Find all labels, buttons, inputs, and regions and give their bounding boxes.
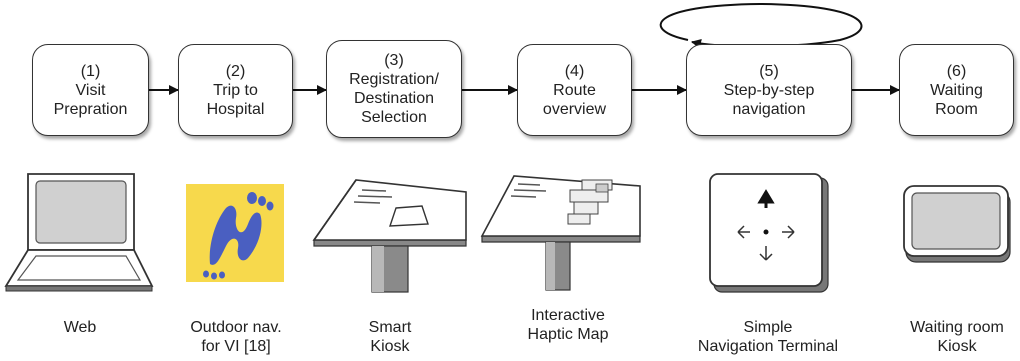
caption-line: Kiosk [370,338,410,355]
step-label-line: Destination [353,90,435,107]
caption-line: Interactive [531,307,605,324]
step-label-line: Hospital [206,100,265,118]
step-label-line: Route [553,81,596,99]
caption-line: Simple [743,319,793,336]
caption-line: for VI [18] [201,338,271,355]
step-number: (2) [225,62,246,80]
device-caption-outdoor-nav: Outdoor nav. for VI [18] [190,318,281,356]
caption-line: Web [63,319,97,336]
step-number: (1) [80,62,101,80]
caption-line: Waiting room [910,319,1004,336]
up-arrow-icon [757,189,775,208]
caption-line: Navigation Terminal [697,338,839,355]
footprint-n-logo-icon [186,184,284,282]
device-caption-navigation-terminal: Simple Navigation Terminal [698,318,838,356]
step-label-line: Room [935,100,978,118]
step-label-line: Registration/ [349,71,439,88]
step-number: (3) [384,52,404,69]
loop-arrow-step-5 [659,2,863,49]
left-arrow-icon [737,225,750,239]
device-caption-web: Web [64,318,97,337]
step-label-line: Step-by-step [723,81,815,99]
laptop-icon [4,173,154,292]
step-waiting-room: (6) Waiting Room [899,44,1014,136]
step-number: (5) [759,62,779,80]
step-label-line: Visit [75,81,106,99]
right-arrow-icon [782,225,795,239]
caption-line: Kiosk [937,338,977,355]
caption-line: Smart [368,319,412,336]
step-route-overview: (4) Route overview [517,44,632,136]
step-label-line: Waiting [930,81,983,99]
device-caption-haptic-map: Interactive Haptic Map [528,306,609,344]
step-label-line: Selection [361,109,427,126]
step-trip-to-hospital: (2) Trip to Hospital [178,44,293,136]
step-label-line: Prepration [53,100,128,118]
device-caption-smart-kiosk: Smart Kiosk [369,318,412,356]
step-label-line: navigation [732,100,806,118]
navigation-terminal-icon [709,173,829,293]
step-number: (6) [946,62,967,80]
step-number: (4) [564,62,585,80]
down-arrow-icon [759,246,773,261]
step-registration-destination: (3) Registration/ Destination Selection [326,40,462,138]
step-label-line: overview [542,100,607,118]
caption-line: Haptic Map [527,326,609,343]
step-label-line: Trip to [213,81,258,99]
kiosk-icon [312,179,467,293]
caption-line: Outdoor nav. [190,319,282,336]
tablet-kiosk-icon [903,185,1011,263]
step-step-by-step-navigation: (5) Step-by-step navigation [686,44,852,136]
device-caption-waiting-room-kiosk: Waiting room Kiosk [910,318,1004,356]
haptic-map-kiosk-icon [480,175,641,291]
step-visit-preparation: (1) Visit Prepration [32,44,149,136]
